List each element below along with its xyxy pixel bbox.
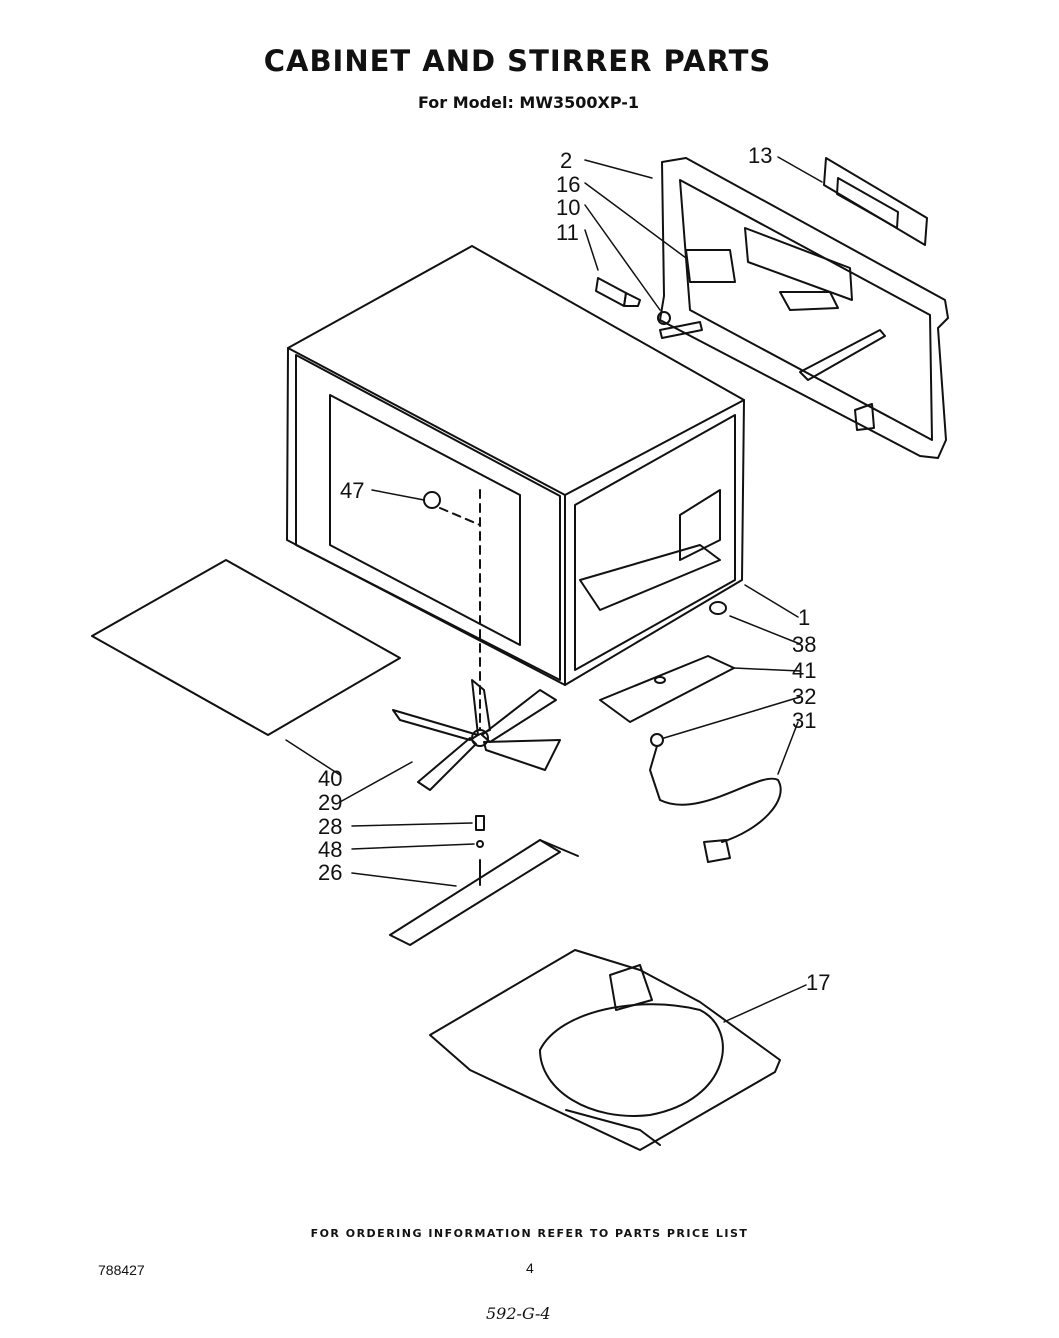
document-number: 788427 [98,1262,145,1278]
stirrer-blade-part [392,489,561,791]
callout-32: 32 [792,684,816,709]
shield-sheet-part [91,559,401,736]
callout-11: 11 [556,220,579,245]
callout-labels: 2 16 10 11 13 47 1 38 41 32 31 40 29 28 … [318,143,830,995]
thermal-sensor-parts [595,277,703,339]
mounting-bracket-part [599,655,735,723]
cabinet-part [286,245,745,686]
power-cord-part [649,733,782,863]
callout-28: 28 [318,814,342,839]
shaft-guide-part [423,491,481,526]
bottom-plate-part [429,949,781,1151]
callout-40: 40 [318,766,342,791]
callout-10: 10 [556,195,580,220]
callout-41: 41 [792,658,816,683]
model-subtitle: For Model: MW3500XP-1 [418,93,640,112]
callout-47: 47 [340,478,364,503]
callout-29: 29 [318,790,342,815]
callout-13: 13 [748,143,772,168]
callout-26: 26 [318,860,342,885]
ordering-note: FOR ORDERING INFORMATION REFER TO PARTS … [310,1227,749,1240]
callout-38: 38 [792,632,816,657]
callout-17: 17 [806,970,830,995]
foot-part [709,601,727,615]
callout-48: 48 [318,837,342,862]
leader-lines [285,156,823,1023]
access-cover-part [823,157,928,246]
page-number: 4 [526,1260,534,1276]
rear-panel-part [659,157,949,459]
callout-2: 2 [560,148,572,173]
page-title: CABINET AND STIRRER PARTS [263,44,772,78]
callout-1: 1 [798,605,810,630]
callout-31: 31 [792,708,816,733]
handwritten-code: 592-G-4 [486,1304,551,1323]
callout-16: 16 [556,172,580,197]
drive-shaft-parts [389,815,579,946]
